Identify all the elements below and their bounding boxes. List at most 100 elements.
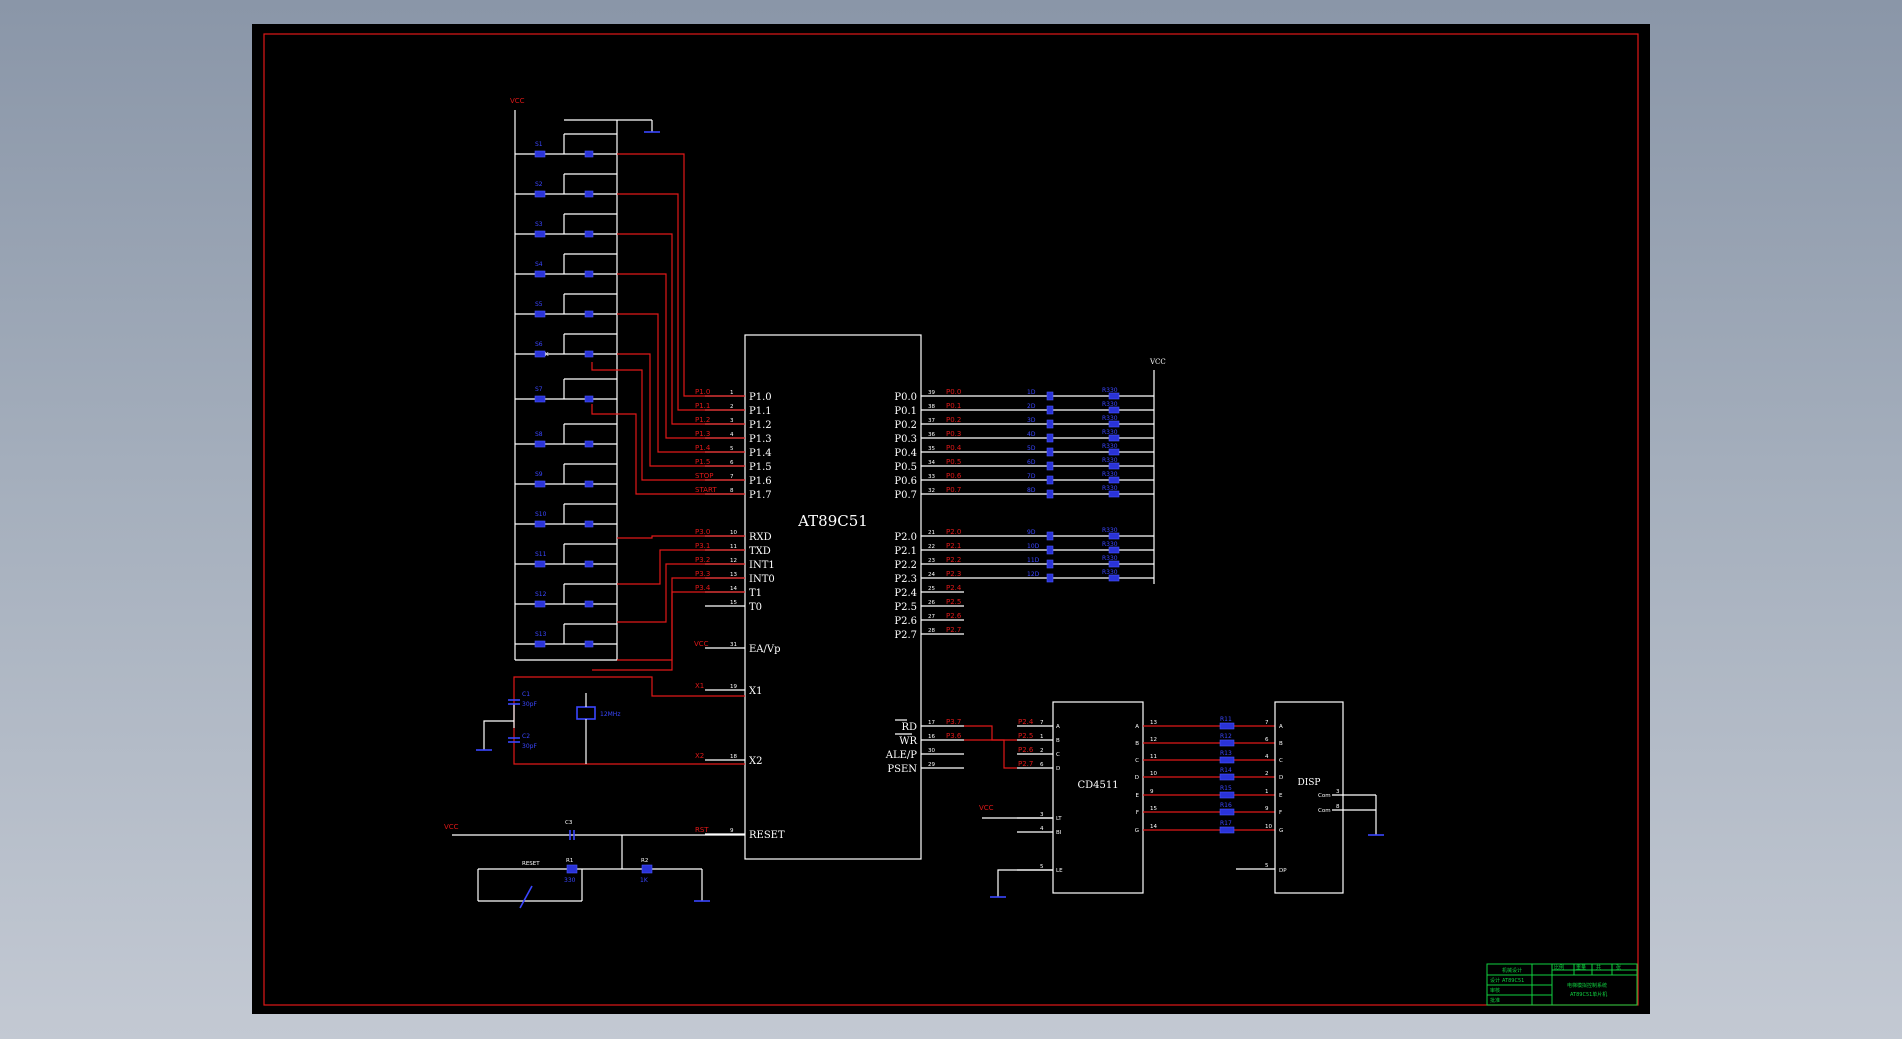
display-in-d: D2 [1265,771,1283,781]
pin-number: 33 [928,474,935,480]
key-label: S2 [535,181,543,188]
pin-label: P0.2 [894,420,917,431]
pin-number: 2 [730,404,734,410]
pin-number: 9 [730,828,734,834]
key-resistor [534,270,546,278]
led-label: 5D [1027,445,1036,452]
pin-label: A [1135,724,1139,730]
keypad-row: S6 [515,333,617,358]
pin-label: WR [899,736,917,747]
pin-number: 30 [928,748,935,754]
mcu-left-pins: P1.01P1.0P1.12P1.1P1.23P1.2P1.34P1.3P1.4… [694,388,785,841]
led-label: 2D [1027,403,1036,410]
pin-number: 5 [730,446,734,452]
key-resistor [534,395,546,403]
key-label: S11 [535,551,547,558]
decoder-out-f: F15 [1136,806,1158,816]
led-row: 1D R330 [964,387,1154,401]
led-resistor-label: R330 [1102,527,1118,534]
pin-label: P1.3 [749,434,772,445]
key-resistor [534,150,546,158]
decoder-in-le: LE5 [1017,864,1063,874]
key-label: S4 [535,261,543,268]
keypad-row: S1 [515,133,617,158]
pin-label: PSEN [887,764,917,775]
decoder-out-b: B12 [1135,737,1157,747]
led-resistor [1108,476,1120,484]
pin-number: 7 [1040,720,1044,726]
pin-number: 24 [928,572,935,578]
mcu-body [744,334,922,860]
pin-label: P1.6 [749,476,772,487]
pin-label: P2.1 [894,546,917,557]
pin-number: 16 [928,734,935,740]
pin-number: 5 [1040,864,1044,870]
net-label: P1.2 [695,416,710,424]
led-resistor-label: R330 [1102,443,1118,450]
pin-label: P1.7 [749,490,772,501]
pin-label: P1.2 [749,420,772,431]
pin-number: 27 [928,614,935,620]
led [1046,433,1054,443]
pin-label: INT1 [749,560,775,571]
pin-label: P2.7 [894,630,917,641]
segment-wire: R14 [1143,767,1275,781]
pin-label: T0 [749,602,762,613]
pin-number: 2 [1040,748,1044,754]
pin-label: P0.0 [894,392,917,403]
schematic-diagram: AT89C51 P1.01P1.0P1.12P1.1P1.23P1.2P1.34… [263,33,1639,1006]
led-resistor-label: R330 [1102,387,1118,394]
pin-label: P0.1 [894,406,917,417]
pin-label: P2.0 [894,532,917,543]
pin-number: 1 [730,390,734,396]
pin-number: 3 [1336,789,1340,795]
key-resistor [534,310,546,318]
pin-label: P2.2 [894,560,917,571]
pin-number: 10 [1150,771,1157,777]
drawing-border [263,33,1639,1006]
pin-label: F [1279,810,1282,816]
key-label: S3 [535,221,543,228]
segment-resistor [1219,756,1235,764]
key-switch [584,310,594,318]
led-resistor-label: R330 [1102,415,1118,422]
segment-wire: R11 [1143,716,1275,730]
pin-number: 7 [1265,720,1269,726]
vcc-right-label: VCC [1149,358,1166,366]
led [1046,419,1054,429]
pin-label: P2.6 [894,616,917,627]
led-resistor [1108,546,1120,554]
mcu-at89c51: AT89C51 P1.01P1.0P1.12P1.1P1.23P1.2P1.34… [694,334,964,860]
pin-number: 7 [730,474,734,480]
keypad-row: S3 [515,213,617,238]
segment-resistor [1219,722,1235,730]
pin-label: C [1056,752,1060,758]
led-resistor [1108,448,1120,456]
segment-wire: R16 [1143,802,1275,816]
net-label: P1.4 [695,444,711,452]
key-switch [584,640,594,648]
pin-label: P2.5 [894,602,917,613]
led [1046,391,1054,401]
pin-label: P0.3 [894,434,917,445]
key-resistor [534,480,546,488]
pin-label: G [1135,828,1139,834]
led-label: 1D [1027,389,1036,396]
pin-label: RD [901,722,917,733]
mcu-name: AT89C51 [797,512,868,530]
display-dp-num: 5 [1265,863,1269,869]
